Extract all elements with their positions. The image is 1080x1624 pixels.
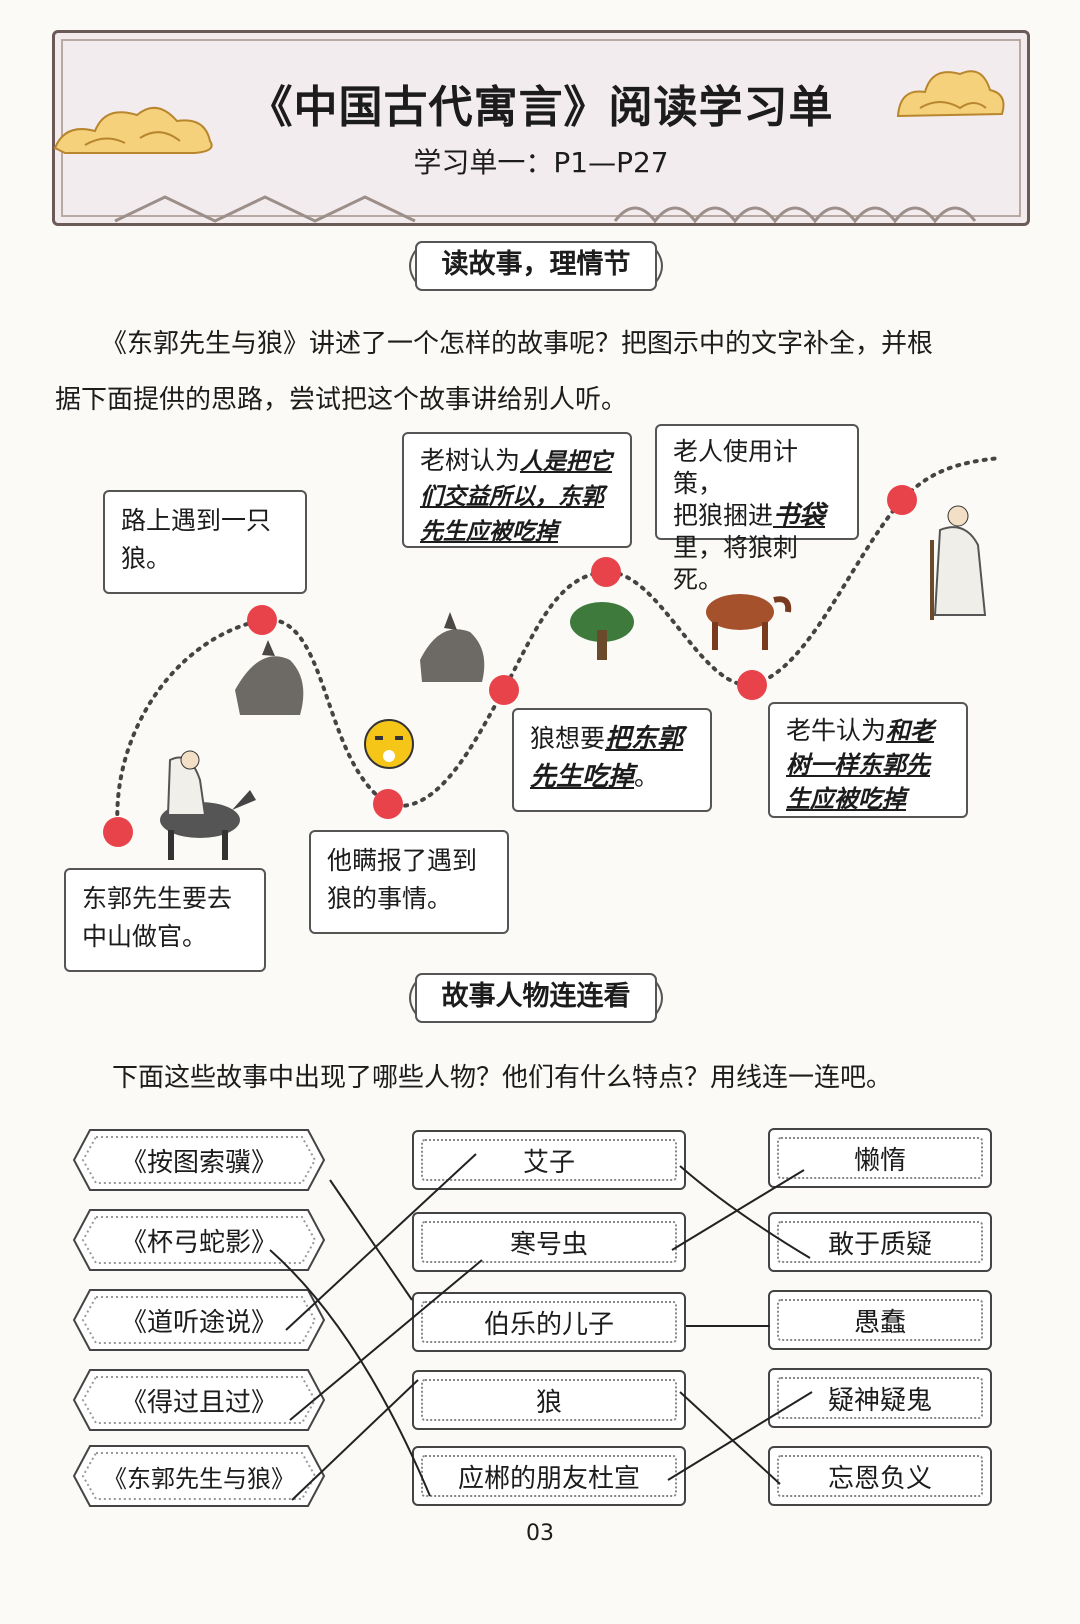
character-card[interactable]: 伯乐的儿子 — [412, 1292, 686, 1352]
story-title-card[interactable]: 《道听途说》 — [70, 1290, 328, 1350]
story-box-text: 里，将狼刺死。 — [673, 532, 841, 596]
path-node — [489, 675, 519, 705]
story-title-label: 《道听途说》 — [121, 1302, 277, 1339]
story-box-2: 路上遇到一只狼。 — [103, 490, 307, 594]
story-title-label: 《得过且过》 — [121, 1382, 277, 1419]
match-line — [330, 1180, 412, 1300]
trait-label: 敢于质疑 — [828, 1224, 932, 1261]
trait-card[interactable]: 愚蠢 — [768, 1290, 992, 1350]
story-box-6: 老牛认为和老树一样东郭先生应被吃掉 — [768, 702, 968, 818]
page-subtitle: 学习单一：P1—P27 — [55, 141, 1027, 181]
section-heading-plot: 读故事，理情节 — [402, 236, 670, 296]
section-heading-text: 读故事，理情节 — [442, 249, 631, 280]
story-title-card[interactable]: 《按图索骥》 — [70, 1130, 328, 1190]
scholar-on-donkey-icon — [160, 751, 256, 860]
story-box-text: 路上遇到一只狼。 — [121, 506, 271, 573]
story-box-7: 老人使用计策， 把狼捆进书袋 里，将狼刺死。 — [655, 424, 859, 540]
story-box-text: 老树认为 — [420, 446, 520, 475]
character-label: 狼 — [536, 1382, 562, 1419]
story-box-text: 。 — [634, 762, 659, 791]
story-box-text: 东郭先生要去中山做官。 — [82, 884, 232, 951]
character-label: 伯乐的儿子 — [484, 1304, 614, 1341]
character-label: 寒号虫 — [510, 1224, 588, 1261]
story-title-label: 《按图索骥》 — [121, 1142, 277, 1179]
matching-instruction: 下面这些故事中出现了哪些人物？他们有什么特点？用线连一连吧。 — [112, 1050, 1042, 1106]
section-heading-matching: 故事人物连连看 — [402, 968, 670, 1028]
story-box-text: 把狼捆进 — [673, 501, 773, 530]
story-box-text: 老牛认为 — [786, 716, 886, 745]
page-number: 03 — [0, 1521, 1080, 1546]
match-line — [680, 1392, 780, 1484]
character-card[interactable]: 应郴的朋友杜宣 — [412, 1446, 686, 1506]
story-title-card[interactable]: 《东郭先生与狼》 — [70, 1446, 328, 1506]
story-title-card[interactable]: 《得过且过》 — [70, 1370, 328, 1430]
character-card[interactable]: 狼 — [412, 1370, 686, 1430]
story-box-3: 他瞒报了遇到狼的事情。 — [309, 830, 509, 934]
story-box-1: 东郭先生要去中山做官。 — [64, 868, 266, 972]
story-box-5: 老树认为人是把它们交益所以，东郭先生应被吃掉 — [402, 432, 632, 548]
wolf-icon — [420, 612, 484, 682]
character-label: 应郴的朋友杜宣 — [458, 1458, 640, 1495]
trait-card[interactable]: 疑神疑鬼 — [768, 1368, 992, 1428]
path-node — [247, 605, 277, 635]
story-box-text: 他瞒报了遇到狼的事情。 — [327, 846, 477, 913]
story-title-label: 《东郭先生与狼》 — [103, 1459, 295, 1494]
wave-border-decoration — [55, 191, 1021, 223]
trait-card[interactable]: 敢于质疑 — [768, 1212, 992, 1272]
path-node — [373, 789, 403, 819]
trait-label: 愚蠢 — [854, 1302, 906, 1339]
intro-paragraph: 《东郭先生与狼》讲述了一个怎样的故事呢？把图示中的文字补全，并根 据下面提供的思… — [55, 316, 1035, 428]
old-tree-icon — [570, 602, 634, 660]
path-node — [737, 670, 767, 700]
path-node — [103, 817, 133, 847]
ox-icon — [706, 594, 788, 650]
story-box-4: 狼想要把东郭先生吃掉。 — [512, 708, 712, 812]
page-title: 《中国古代寓言》阅读学习单 — [55, 71, 1027, 135]
story-title-card[interactable]: 《杯弓蛇影》 — [70, 1210, 328, 1270]
handwritten-answer: 书袋 — [773, 501, 825, 531]
old-man-icon — [930, 506, 985, 620]
story-title-label: 《杯弓蛇影》 — [121, 1222, 277, 1259]
trait-label: 懒惰 — [854, 1140, 906, 1177]
path-node — [887, 485, 917, 515]
section-heading-text: 故事人物连连看 — [442, 981, 631, 1012]
trait-card[interactable]: 忘恩负义 — [768, 1446, 992, 1506]
silent-face-icon — [365, 720, 413, 768]
wolf-icon — [235, 640, 303, 715]
character-label: 艾子 — [523, 1142, 575, 1179]
trait-label: 忘恩负义 — [828, 1458, 932, 1495]
character-card[interactable]: 艾子 — [412, 1130, 686, 1190]
header-banner: 《中国古代寓言》阅读学习单 学习单一：P1—P27 — [52, 30, 1030, 226]
path-node — [591, 557, 621, 587]
intro-line: 《东郭先生与狼》讲述了一个怎样的故事呢？把图示中的文字补全，并根 — [55, 316, 1035, 372]
story-box-text: 狼想要 — [530, 724, 605, 753]
story-box-text: 老人使用计策， — [673, 436, 841, 500]
trait-card[interactable]: 懒惰 — [768, 1128, 992, 1188]
character-card[interactable]: 寒号虫 — [412, 1212, 686, 1272]
trait-label: 疑神疑鬼 — [828, 1380, 932, 1417]
